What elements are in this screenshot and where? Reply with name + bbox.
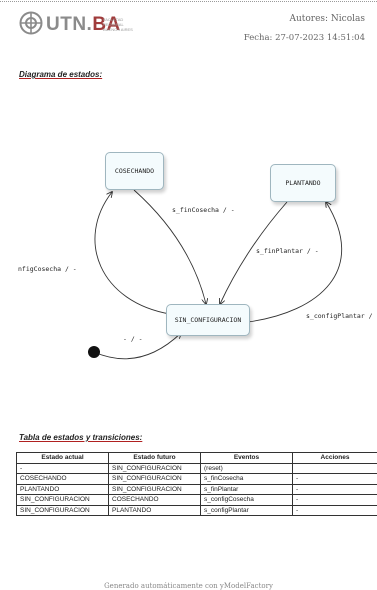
utn-emblem-icon: [19, 11, 43, 35]
table-cell: -: [292, 504, 377, 516]
label-initial: - / -: [123, 335, 143, 343]
transition-initial: [93, 333, 181, 360]
page-edge: [0, 1, 377, 2]
table-row: COSECHANDO SIN_CONFIGURACION s_finCosech…: [16, 473, 377, 485]
table-cell: -: [292, 483, 377, 495]
transition-config-plantar: [247, 202, 343, 323]
transition-fin-plantar: [220, 201, 288, 304]
table-cell: SIN_CONFIGURACION: [108, 462, 201, 474]
table-cell: SIN_CONFIGURACION: [108, 473, 201, 485]
label-config-plantar: s_configPlantar /: [306, 312, 373, 320]
table-cell: -: [292, 473, 377, 485]
table-cell: COSECHANDO: [108, 494, 201, 506]
table-cell: PLANTANDO: [16, 483, 109, 495]
transition-table: Estado actual Estado futuro Eventos Acci…: [16, 452, 377, 516]
table-title: Tabla de estados y transiciones:: [19, 433, 143, 442]
table-cell: -: [16, 462, 109, 474]
table-header-row: Estado actual Estado futuro Eventos Acci…: [16, 452, 377, 464]
state-diagram: COSECHANDO PLANTANDO SIN_CONFIGURACION s…: [0, 90, 377, 380]
transition-config-cosecha: [94, 192, 171, 315]
table-cell: s_finCosecha: [200, 473, 293, 485]
table-cell: -: [292, 494, 377, 506]
authors-text: Autores: Nicolas: [289, 14, 365, 24]
table-cell: s_configCosecha: [200, 494, 293, 506]
table-row: SIN_CONFIGURACION COSECHANDO s_configCos…: [16, 494, 377, 506]
table-cell: PLANTANDO: [108, 504, 201, 516]
state-cosechando: COSECHANDO: [105, 152, 164, 190]
label-fin-plantar: s_finPlantar / -: [256, 247, 319, 255]
table-cell: s_configPlantar: [200, 504, 293, 516]
label-fin-cosecha: s_finCosecha / -: [172, 206, 235, 214]
logo-subtitle: FACULTAD REGIONAL BUENOS AIRES: [103, 17, 133, 32]
table-cell: [292, 462, 377, 474]
table-cell: SIN_CONFIGURACION: [16, 504, 109, 516]
col-header: Estado actual: [16, 452, 109, 464]
state-sin-configuracion: SIN_CONFIGURACION: [166, 304, 250, 336]
col-header: Estado futuro: [108, 452, 201, 464]
state-plantando: PLANTANDO: [270, 164, 336, 202]
col-header: Acciones: [292, 452, 377, 464]
table-cell: SIN_CONFIGURACION: [16, 494, 109, 506]
table-cell: s_finPlantar: [200, 483, 293, 495]
table-cell: COSECHANDO: [16, 473, 109, 485]
transition-arrows: [88, 189, 343, 360]
initial-state-dot: [88, 346, 100, 358]
table-row: PLANTANDO SIN_CONFIGURACION s_finPlantar…: [16, 483, 377, 495]
date-text: Fecha: 27-07-2023 14:51:04: [243, 33, 365, 43]
utn-logo: UTN.BA FACULTAD REGIONAL BUENOS AIRES: [19, 11, 139, 39]
label-config-cosecha: nfigCosecha / -: [18, 265, 77, 273]
col-header: Eventos: [200, 452, 293, 464]
table-row: SIN_CONFIGURACION PLANTANDO s_configPlan…: [16, 504, 377, 516]
transition-fin-cosecha: [133, 189, 206, 304]
table-cell: SIN_CONFIGURACION: [108, 483, 201, 495]
footer-text: Generado automáticamente con yModelFacto…: [104, 582, 273, 590]
diagram-title: Diagrama de estados:: [19, 70, 103, 79]
logo-wordmark: UTN.BA: [46, 14, 121, 35]
table-row: - SIN_CONFIGURACION (reset): [16, 462, 377, 474]
table-cell: (reset): [200, 462, 293, 474]
